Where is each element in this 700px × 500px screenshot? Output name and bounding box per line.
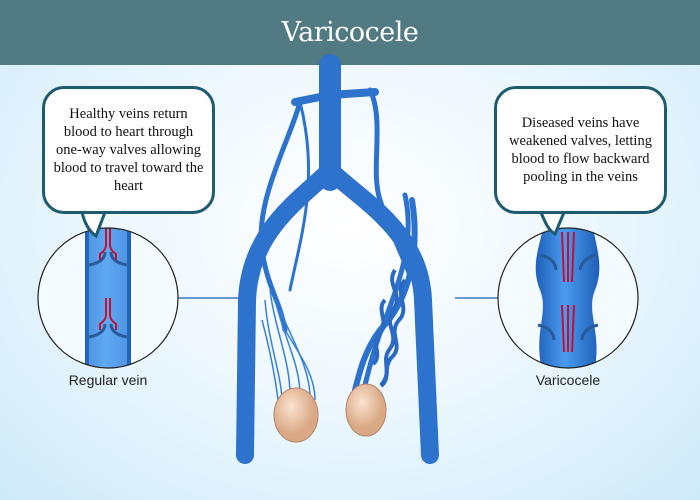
right-callout-tail [537, 208, 568, 237]
header-bar: Varicocele [0, 0, 700, 65]
flow-arrows [99, 228, 117, 330]
varicocele-label: Varicocele [535, 372, 601, 388]
left-pampiniform-veins [261, 289, 316, 401]
varicocele-magnified [498, 228, 638, 368]
left-callout: Healthy veins return blood to heart thro… [42, 86, 215, 214]
left-testicle [273, 387, 319, 443]
right-callout: Diseased veins have weakened valves, let… [494, 86, 667, 214]
left-callout-text: Healthy veins return blood to heart thro… [53, 106, 204, 194]
regular-vein-magnified [38, 228, 178, 368]
main-vein-tree [236, 54, 439, 464]
backflow-arrows [561, 231, 575, 353]
left-callout-tail [80, 210, 108, 239]
right-testicle [345, 383, 387, 437]
page-title: Varicocele [281, 17, 419, 48]
regular-vein-label: Regular vein [68, 372, 148, 388]
right-callout-text: Diseased veins have weakened valves, let… [509, 115, 652, 185]
right-varicose-veins [371, 268, 407, 388]
